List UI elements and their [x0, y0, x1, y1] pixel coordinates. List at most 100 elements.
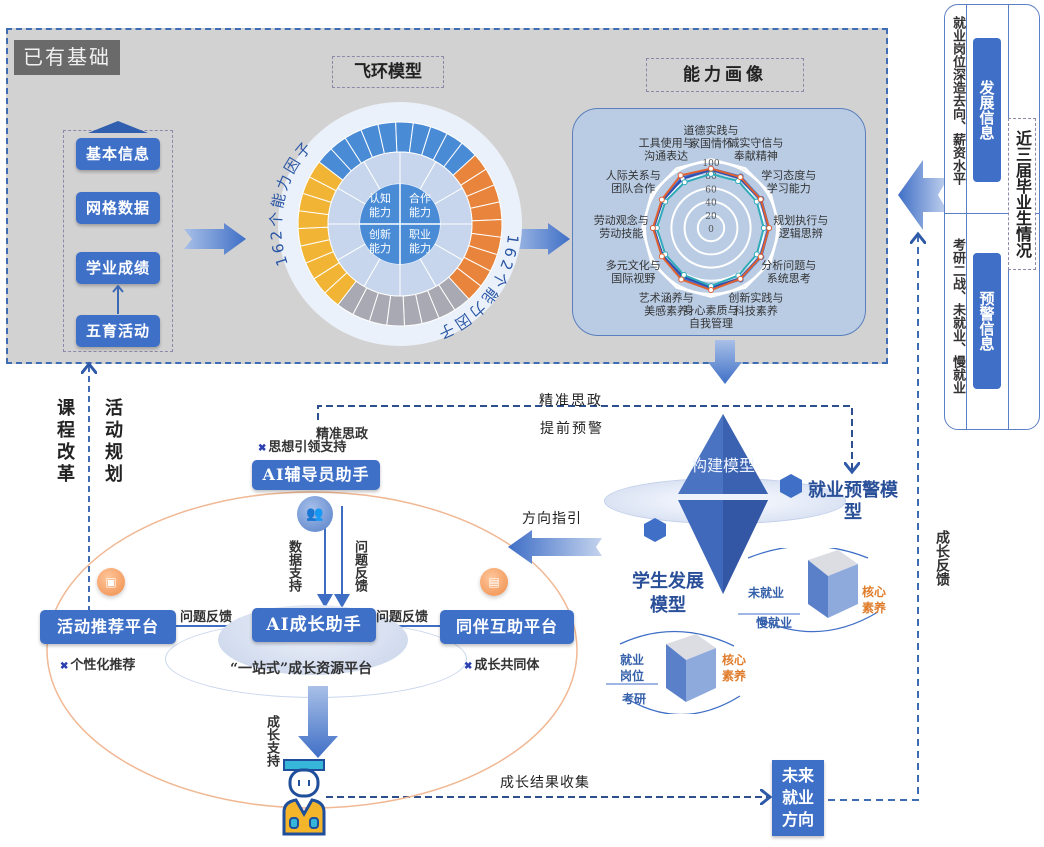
radar-axis-label: 规划执行与 [773, 213, 828, 227]
student-dev-model-label: 学生发展模型 [632, 571, 704, 616]
left-arrow-icon [508, 530, 602, 564]
radar-point [757, 196, 764, 203]
right-arrow-icon [508, 223, 570, 255]
radar-axis-label: 身心素质与 [684, 303, 739, 317]
radar-axis-label: 诚实守信与 [728, 135, 783, 149]
radar-axis-label: 劳动观念与 [594, 213, 649, 227]
dev-info-button[interactable]: 发展信息 [973, 38, 1001, 182]
radar-point [658, 196, 665, 203]
radar-point [677, 172, 684, 179]
core-quadrant-label: 创新 [369, 227, 391, 241]
warn-info-button[interactable]: 预警信息 [973, 253, 1001, 389]
radar-chart: 020406080100道德实践与家国情怀诚实守信与奉献精神学习态度与学习能力规… [594, 123, 829, 330]
core-literacy-label: 核心素养 [722, 653, 747, 683]
radar-point [649, 225, 656, 231]
radar-point [680, 271, 687, 278]
radar-tick-label: 100 [702, 159, 719, 169]
feedback-dashed-line [828, 236, 918, 801]
up-arrow-icon [112, 284, 124, 314]
ai-counselor-button[interactable]: AI辅导员助手 [252, 460, 380, 490]
ideology-support-label: ✖思想引领支持 [258, 440, 347, 455]
hexagon-icon [780, 474, 802, 498]
problem-feedback-label: 问题反馈 [352, 540, 367, 592]
postgrad-label: 考研 [622, 692, 647, 706]
core-quadrant-label: 职业 [409, 228, 431, 241]
basis-item-basic-info[interactable]: 基本信息 [76, 138, 160, 170]
radar-axis-label: 分析问题与 [761, 258, 816, 272]
basis-item-grid-data[interactable]: 网格数据 [76, 192, 160, 224]
right-arrow-icon [184, 223, 246, 255]
bullet-icon: ✖ [258, 443, 267, 454]
bullet-icon: ✖ [464, 661, 473, 672]
basis-item-five-edu[interactable]: 五育活动 [76, 315, 160, 347]
radar-axis-label: 学习态度与 [761, 168, 816, 182]
build-model-diamond [678, 414, 768, 594]
core-quadrant-label: 能力 [409, 205, 431, 219]
radar-point [658, 253, 665, 260]
radar-axis-label: 国际视野 [611, 271, 655, 285]
radar-tick-label: 40 [705, 199, 717, 209]
radar-axis-label: 劳动技能 [599, 226, 643, 240]
radar-point [737, 275, 744, 282]
direction-guide-label: 方向指引 [522, 511, 582, 527]
job-position-label: 就业岗位 [620, 653, 645, 683]
radar-point [757, 253, 764, 260]
radar-axis-label: 系统思考 [767, 272, 811, 285]
radar-point [708, 165, 714, 172]
slow-employed-label: 慢就业 [756, 616, 793, 630]
result-collect-label: 成长结果收集 [500, 775, 590, 791]
not-employed-label: 未就业 [748, 586, 785, 600]
radar-grid-ring [696, 213, 726, 243]
radar-axis-label: 家国情怀 [689, 136, 733, 150]
stack-up-arrow-icon [88, 121, 148, 133]
radar-axis-label: 自我管理 [689, 316, 733, 330]
growth-support-arrow-icon [298, 686, 338, 758]
radar-axis-label: 美感素养 [644, 304, 688, 318]
warn-info-desc: 考研二战、未就业、慢就业 [950, 238, 965, 394]
fly-ring-title: 飞环模型 [332, 56, 444, 88]
radar-axis-label: 奉献精神 [734, 148, 778, 162]
radar-axis-label: 学习能力 [767, 181, 811, 195]
bullet-icon: ✖ [60, 661, 69, 672]
radar-tick-label: 20 [705, 212, 717, 222]
document-icon: ▤ [480, 568, 508, 596]
users-icon: 👥 [297, 496, 333, 532]
core-literacy-label: 核心素养 [862, 585, 887, 615]
peer-platform-button[interactable]: 同伴互助平台 [440, 610, 574, 644]
dev-info-desc: 就业岗位深造去向、薪资水平 [950, 16, 965, 185]
puzzle-cube-icon [606, 630, 741, 714]
future-direction-button[interactable]: 未来就业方向 [772, 760, 824, 836]
core-quadrant-label: 能力 [409, 241, 431, 255]
student-avatar-icon [282, 759, 326, 836]
core-quadrant-label: 合作 [409, 191, 431, 205]
radar-outer-frame [641, 158, 781, 298]
existing-basis-title: 已有基础 [14, 40, 120, 75]
radar-point [708, 287, 714, 294]
radar-tick-label: 60 [705, 185, 717, 195]
radar-grid-ring [644, 161, 778, 295]
radar-axis-label: 创新实践与 [728, 291, 783, 305]
employment-warning-model-label: 就业预警模型 [808, 480, 898, 523]
panel-divider [966, 5, 967, 429]
radar-axis-label: 艺术涵养与 [639, 291, 694, 305]
radar-axis-label: 工具使用与 [639, 136, 694, 149]
data-support-label: 数据支持 [286, 540, 301, 592]
clipboard-icon: ▣ [97, 568, 125, 596]
build-model-label: 构建模型 [690, 456, 755, 475]
activity-platform-button[interactable]: 活动推荐平台 [40, 610, 176, 644]
radar-axis-label: 科技素养 [734, 304, 778, 318]
radar-point [737, 174, 744, 181]
basis-item-academic[interactable]: 学业成绩 [76, 252, 160, 284]
radar-axis-label: 逻辑思辨 [779, 226, 823, 240]
graduates-label: 近三届毕业生情况 [1008, 118, 1036, 270]
left-arrow-icon [898, 160, 948, 230]
feedback-right-label: 问题反馈 [376, 610, 429, 625]
radar-tick-label: 0 [708, 225, 714, 235]
feedback-left-label: 问题反馈 [180, 610, 233, 625]
core-quadrant-label: 认知 [369, 191, 391, 205]
ai-growth-assistant-button[interactable]: AI成长助手 [252, 608, 376, 642]
core-quadrant-label: 能力 [369, 241, 391, 255]
ideology-dashed-line [317, 405, 852, 470]
